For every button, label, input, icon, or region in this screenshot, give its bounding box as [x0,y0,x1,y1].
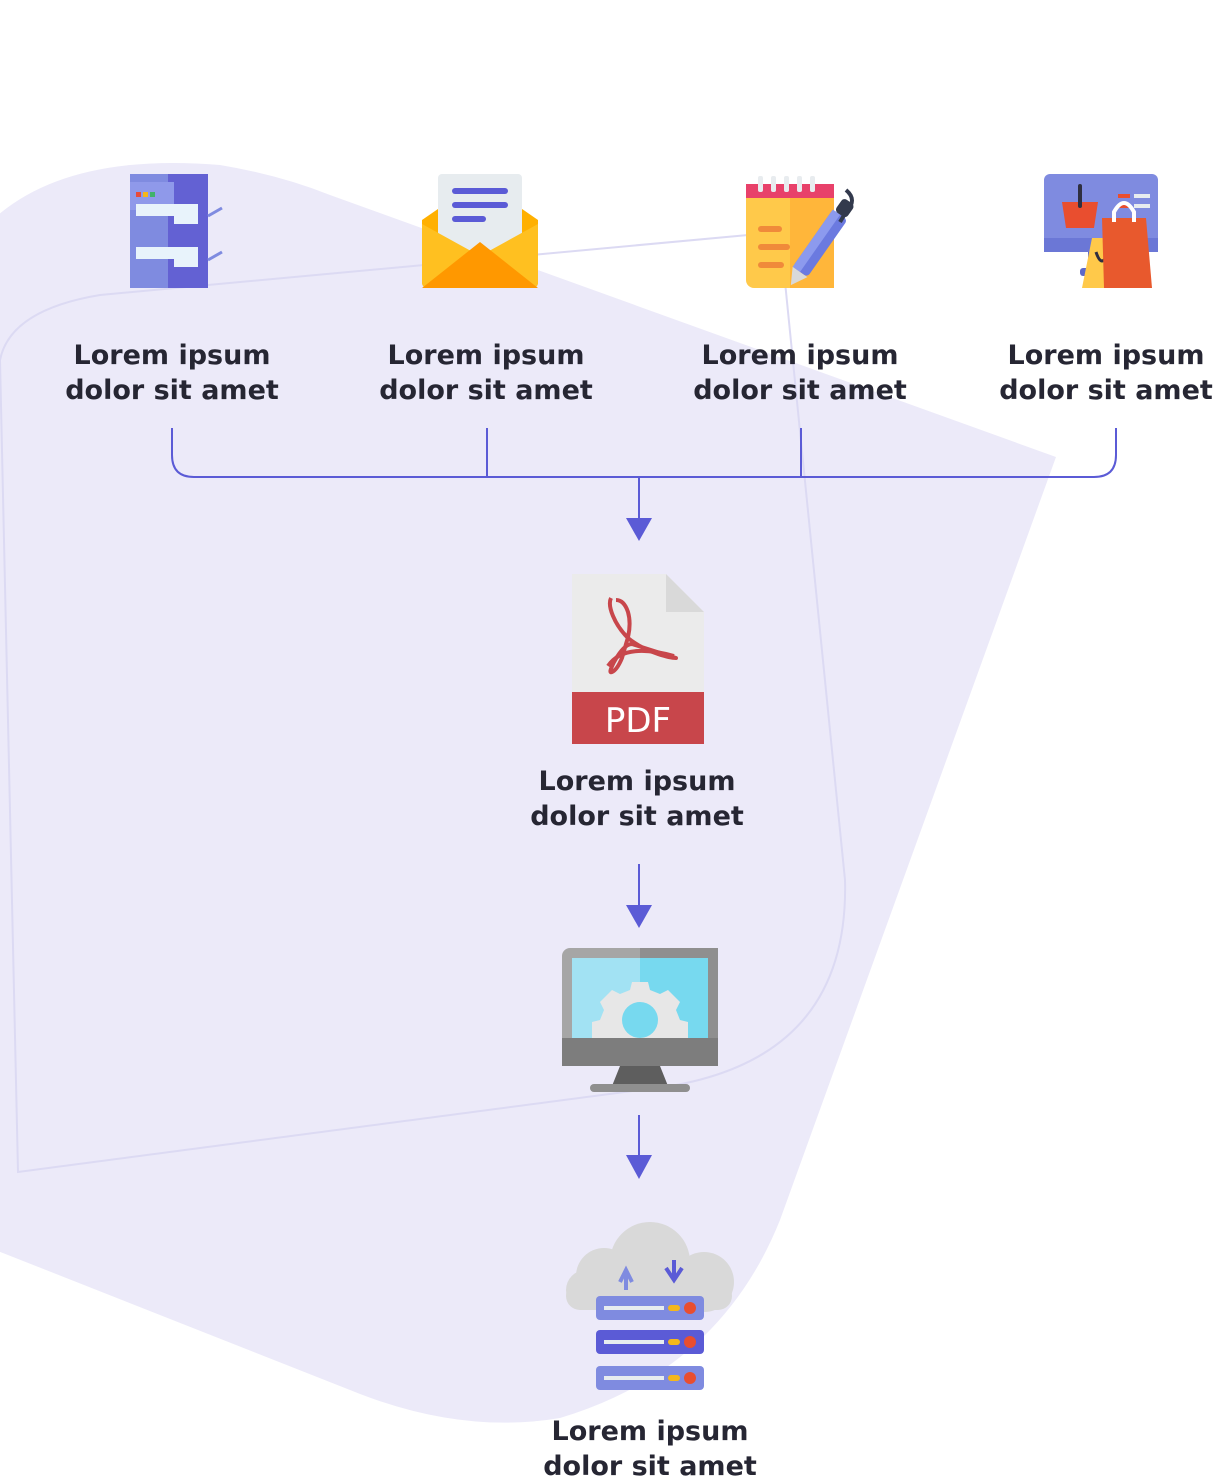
source-label-2: Lorem ipsum dolor sit amet [379,340,593,406]
pdf-label: Lorem ipsum dolor sit amet [530,766,744,832]
pdf-file-icon: PDF [572,574,704,744]
arrow-to-computer [626,864,652,928]
online-shopping-icon [1044,174,1158,288]
source-label-4: Lorem ipsum dolor sit amet [999,340,1213,406]
source-label-1: Lorem ipsum dolor sit amet [65,340,279,406]
arrow-to-pdf [626,477,652,541]
cloud-label: Lorem ipsum dolor sit amet [543,1416,757,1482]
cloud-server-icon [566,1222,734,1390]
merge-connector [171,428,1117,478]
source-label-3: Lorem ipsum dolor sit amet [693,340,907,406]
multifunction-printer-icon [130,174,223,288]
notepad-pen-icon [746,176,854,288]
pdf-badge-text: PDF [605,701,671,741]
arrow-to-cloud [626,1115,652,1179]
computer-settings-icon [562,948,718,1092]
email-envelope-icon [422,174,538,288]
background-outline [0,230,847,1174]
